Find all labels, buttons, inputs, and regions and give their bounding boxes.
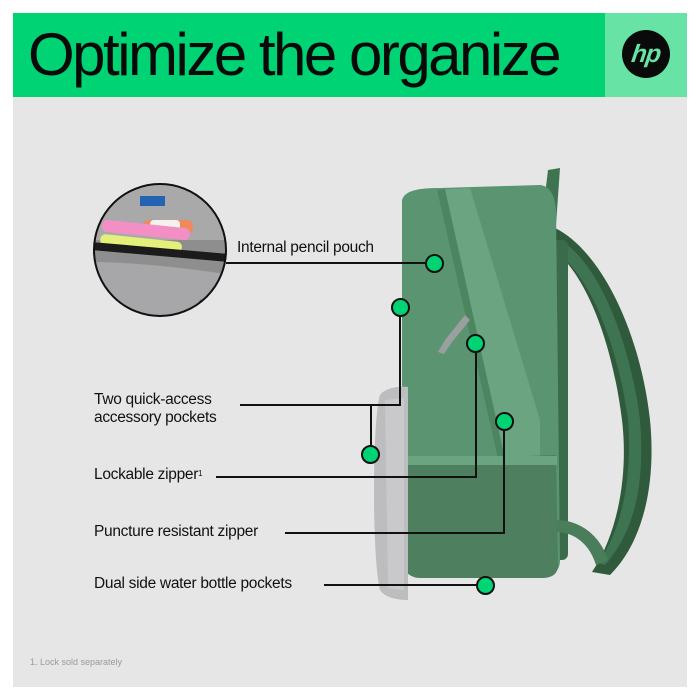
callout-dot-puncture-zipper <box>495 412 514 431</box>
callout-line-accessory-pockets <box>240 404 401 406</box>
callout-label-water-bottle-pockets: Dual side water bottle pockets <box>94 575 292 592</box>
callout-line-pencil-pouch <box>226 262 426 264</box>
callout-vline-puncture-zipper <box>503 428 505 534</box>
callout-vline-accessory-pocket-front <box>399 310 401 406</box>
callout-vline-lockable-zipper <box>475 350 477 478</box>
footnote: 1. Lock sold separately <box>30 657 123 667</box>
callout-label-pencil-pouch: Internal pencil pouch <box>237 239 374 256</box>
callout-dot-accessory-pocket-front <box>391 298 410 317</box>
title-banner <box>13 13 605 97</box>
callout-label-accessory-pockets-line1: Two quick-access <box>94 391 212 408</box>
hp-logo-icon: hp <box>622 30 670 78</box>
callout-dot-pencil-pouch <box>425 254 444 273</box>
callout-label-accessory-pockets-line2: accessory pockets <box>94 409 217 426</box>
callout-dot-water-bottle-pockets <box>476 576 495 595</box>
callout-dot-accessory-pocket-side <box>361 445 380 464</box>
page-title: Optimize the organize <box>28 21 562 88</box>
background-panel <box>13 13 687 687</box>
callout-line-water-bottle-pockets <box>324 584 479 586</box>
callout-dot-lockable-zipper <box>466 334 485 353</box>
callout-vline-accessory-pocket-side <box>370 404 372 448</box>
callout-line-puncture-zipper <box>285 532 505 534</box>
callout-label-lockable-zipper: Lockable zipper1 <box>94 466 203 483</box>
callout-line-lockable-zipper <box>216 476 477 478</box>
callout-label-puncture-zipper: Puncture resistant zipper <box>94 523 258 540</box>
